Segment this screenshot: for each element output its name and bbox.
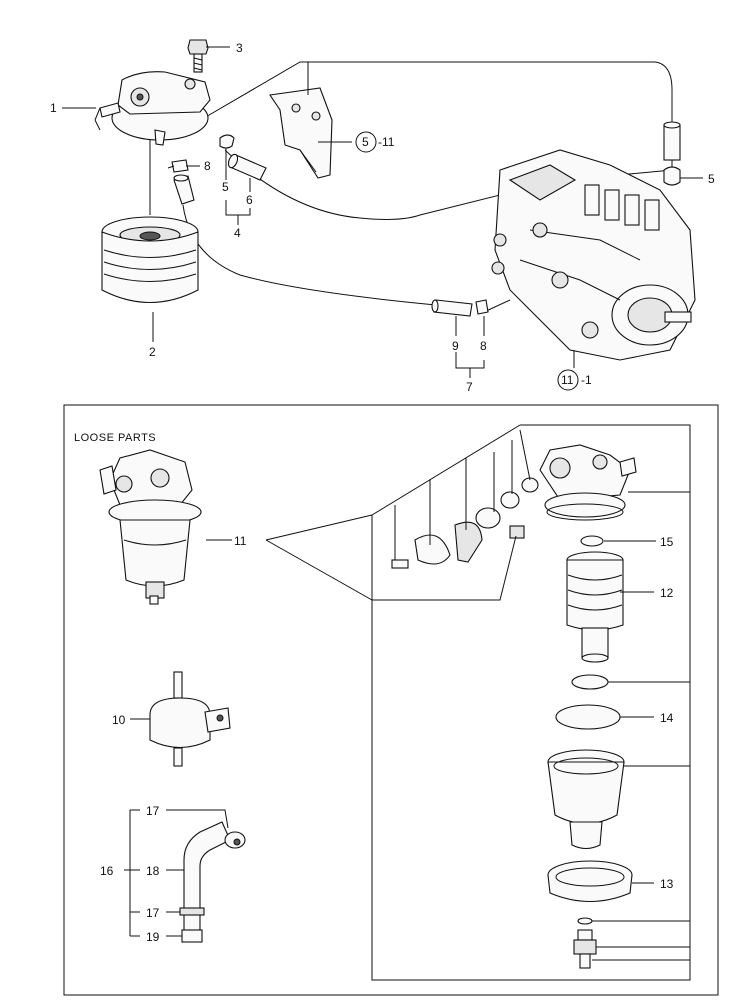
callout-8: 8 bbox=[204, 159, 211, 173]
fuel-line-return bbox=[483, 299, 511, 313]
exploded-small-parts bbox=[372, 429, 539, 601]
callout-19: 19 bbox=[146, 930, 160, 944]
callout-7: 7 bbox=[466, 380, 473, 394]
bracket-5-11 bbox=[269, 62, 333, 179]
element-12 bbox=[566, 551, 624, 663]
fuel-pump-10 bbox=[149, 671, 231, 767]
callout-1: 1 bbox=[50, 101, 57, 115]
callout-17a: 17 bbox=[146, 804, 160, 818]
callout-15: 15 bbox=[660, 535, 674, 549]
leader-17a bbox=[166, 809, 229, 829]
injection-pump bbox=[491, 149, 696, 368]
clamp-5 bbox=[219, 134, 235, 149]
drain-washer bbox=[577, 917, 593, 925]
water-separator-assembly bbox=[99, 449, 202, 605]
exploded-frame bbox=[371, 424, 691, 981]
callout-8b: 8 bbox=[480, 339, 487, 353]
callout-5-11-suffix: -11 bbox=[378, 135, 395, 149]
callout-18: 18 bbox=[146, 864, 160, 878]
callout-6: 6 bbox=[246, 193, 253, 207]
o-ring-15 bbox=[580, 535, 604, 547]
callout-11-wedge bbox=[265, 514, 373, 601]
callout-14: 14 bbox=[660, 711, 674, 725]
hose-9 bbox=[431, 299, 473, 317]
clip-8-top bbox=[167, 159, 189, 173]
clamp-5-right bbox=[663, 166, 681, 186]
circle-11-1 bbox=[557, 369, 579, 391]
filter-element-2 bbox=[101, 216, 199, 303]
callout-2: 2 bbox=[149, 345, 156, 359]
callout-10: 10 bbox=[112, 713, 126, 727]
leader-16 bbox=[124, 809, 140, 937]
callout-11-circled: 11 bbox=[561, 373, 574, 387]
leader-7 bbox=[455, 352, 485, 378]
sealing-ring bbox=[571, 674, 609, 690]
hose-assembly-16 bbox=[179, 821, 246, 943]
callout-9: 9 bbox=[452, 339, 459, 353]
callout-17b: 17 bbox=[146, 906, 160, 920]
callout-11: 11 bbox=[234, 534, 247, 548]
loose-parts-title: LOOSE PARTS bbox=[74, 432, 156, 444]
callout-12: 12 bbox=[660, 586, 674, 600]
callout-3: 3 bbox=[236, 41, 243, 55]
callout-5-right: 5 bbox=[708, 172, 715, 186]
leader-4 bbox=[225, 200, 251, 225]
hose-6 bbox=[227, 153, 267, 181]
callout-5: 5 bbox=[222, 180, 229, 194]
hose-small bbox=[173, 174, 195, 205]
callout-5-circled: 5 bbox=[362, 135, 369, 149]
callout-16: 16 bbox=[100, 864, 114, 878]
disc-14 bbox=[555, 704, 621, 730]
drain-plug bbox=[573, 929, 597, 969]
clip-8-bottom bbox=[475, 299, 489, 315]
circle-5-11 bbox=[355, 131, 377, 153]
filter-head bbox=[94, 71, 211, 215]
callout-13: 13 bbox=[660, 877, 674, 891]
leader-drain bbox=[592, 920, 690, 961]
ring-nut-13 bbox=[547, 860, 633, 903]
hose-right bbox=[663, 121, 681, 161]
fuel-line-lower bbox=[182, 204, 437, 306]
loose-parts-box bbox=[63, 404, 719, 996]
callout-4: 4 bbox=[234, 226, 241, 240]
filter-head-exploded bbox=[539, 444, 637, 521]
bolt-3 bbox=[187, 39, 209, 73]
callout-11-1-suffix: -1 bbox=[581, 373, 592, 387]
bowl bbox=[547, 749, 625, 850]
